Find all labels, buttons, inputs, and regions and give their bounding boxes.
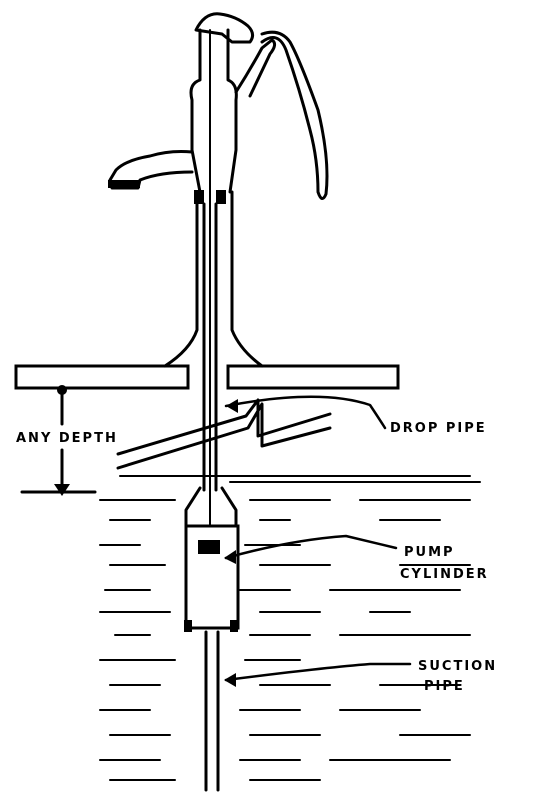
cylinder-foot-left <box>184 620 192 632</box>
handle-lever <box>260 30 329 200</box>
pump-collar-left <box>194 190 204 204</box>
any-depth-dimension: ANY DEPTH <box>16 385 118 496</box>
pump-cylinder-callout: PUMP CYLINDER <box>224 534 489 582</box>
pump-casing <box>189 28 238 194</box>
pump-cylinder-label-2: CYLINDER <box>400 567 489 582</box>
handle-link <box>234 38 277 98</box>
pump-cylinder-label-1: PUMP <box>404 545 455 560</box>
cylinder-valve <box>198 540 220 554</box>
suction-pipe-label-1: SUCTION <box>418 659 497 674</box>
drop-pipe-label: DROP PIPE <box>390 421 487 436</box>
cylinder-foot-right <box>230 620 238 632</box>
pump-spout <box>108 150 194 190</box>
water <box>99 475 481 781</box>
pump-collar-right <box>216 190 226 204</box>
suction-pipe-label-2: PIPE <box>424 679 465 694</box>
platform-right <box>226 364 400 390</box>
platform-left <box>14 364 190 390</box>
pump-cap <box>194 12 255 44</box>
pump-column <box>163 190 264 368</box>
pump-handle <box>234 30 329 200</box>
any-depth-label: ANY DEPTH <box>16 431 118 446</box>
spout-mouth <box>108 180 140 188</box>
water-dash-lines <box>99 499 471 781</box>
pump-head <box>108 12 264 368</box>
pump-cylinder <box>184 486 240 632</box>
drop-pipe <box>202 29 218 541</box>
depth-arrow <box>54 484 70 496</box>
suction-pipe <box>204 630 220 792</box>
ground-platform <box>14 364 400 390</box>
drop-pipe-callout: DROP PIPE <box>224 395 487 436</box>
suction-pipe-callout: SUCTION PIPE <box>224 659 497 694</box>
break-symbol <box>116 398 332 470</box>
cylinder-cone <box>184 486 238 528</box>
